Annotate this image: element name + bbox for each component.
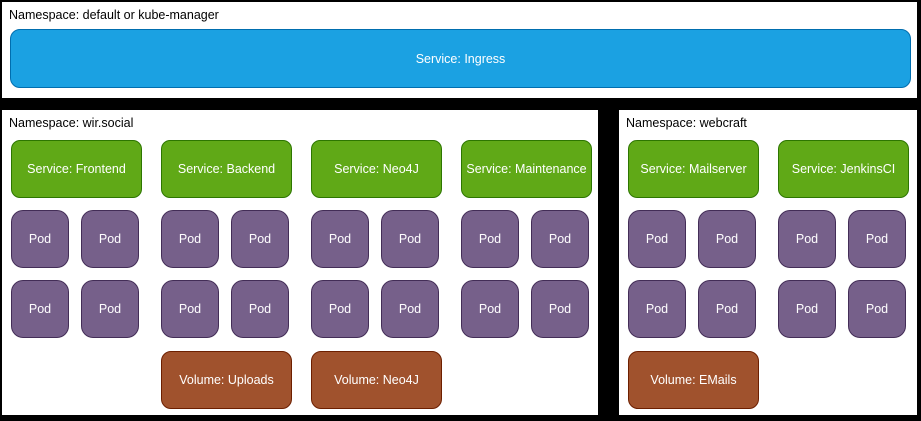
service-neo4j-node: Service: Neo4J (311, 140, 442, 198)
pod-node: Pod (698, 210, 756, 268)
namespace-label-default-kube-manager: Namespace: default or kube-manager (9, 8, 219, 22)
service-jenkinsci-node: Service: JenkinsCI (778, 140, 909, 198)
pod-node: Pod (11, 280, 69, 338)
pod-node: Pod (231, 280, 289, 338)
pod-node: Pod (161, 210, 219, 268)
pod-node: Pod (531, 210, 589, 268)
volume-uploads-node: Volume: Uploads (161, 351, 292, 409)
pod-node: Pod (848, 210, 906, 268)
pod-node: Pod (311, 210, 369, 268)
pod-node: Pod (381, 280, 439, 338)
pod-node: Pod (628, 280, 686, 338)
pod-node: Pod (461, 210, 519, 268)
pod-node: Pod (778, 210, 836, 268)
pod-node: Pod (531, 280, 589, 338)
service-backend-node: Service: Backend (161, 140, 292, 198)
volume-emails-node: Volume: EMails (628, 351, 759, 409)
pod-node: Pod (461, 280, 519, 338)
pod-node: Pod (81, 280, 139, 338)
pod-node: Pod (848, 280, 906, 338)
service-frontend-node: Service: Frontend (11, 140, 142, 198)
panel-namespace-default-kube-manager: Namespace: default or kube-manager Servi… (2, 2, 917, 98)
namespace-label-wir-social: Namespace: wir.social (9, 116, 134, 130)
pod-node: Pod (161, 280, 219, 338)
pod-node: Pod (381, 210, 439, 268)
pod-node: Pod (11, 210, 69, 268)
pod-node: Pod (778, 280, 836, 338)
service-ingress-node: Service: Ingress (10, 29, 911, 88)
pod-node: Pod (231, 210, 289, 268)
pod-node: Pod (311, 280, 369, 338)
pod-node: Pod (628, 210, 686, 268)
volume-neo4j-node: Volume: Neo4J (311, 351, 442, 409)
pod-node: Pod (81, 210, 139, 268)
namespace-label-webcraft: Namespace: webcraft (626, 116, 747, 130)
service-maintenance-node: Service: Maintenance (461, 140, 592, 198)
pod-node: Pod (698, 280, 756, 338)
service-mailserver-node: Service: Mailserver (628, 140, 759, 198)
